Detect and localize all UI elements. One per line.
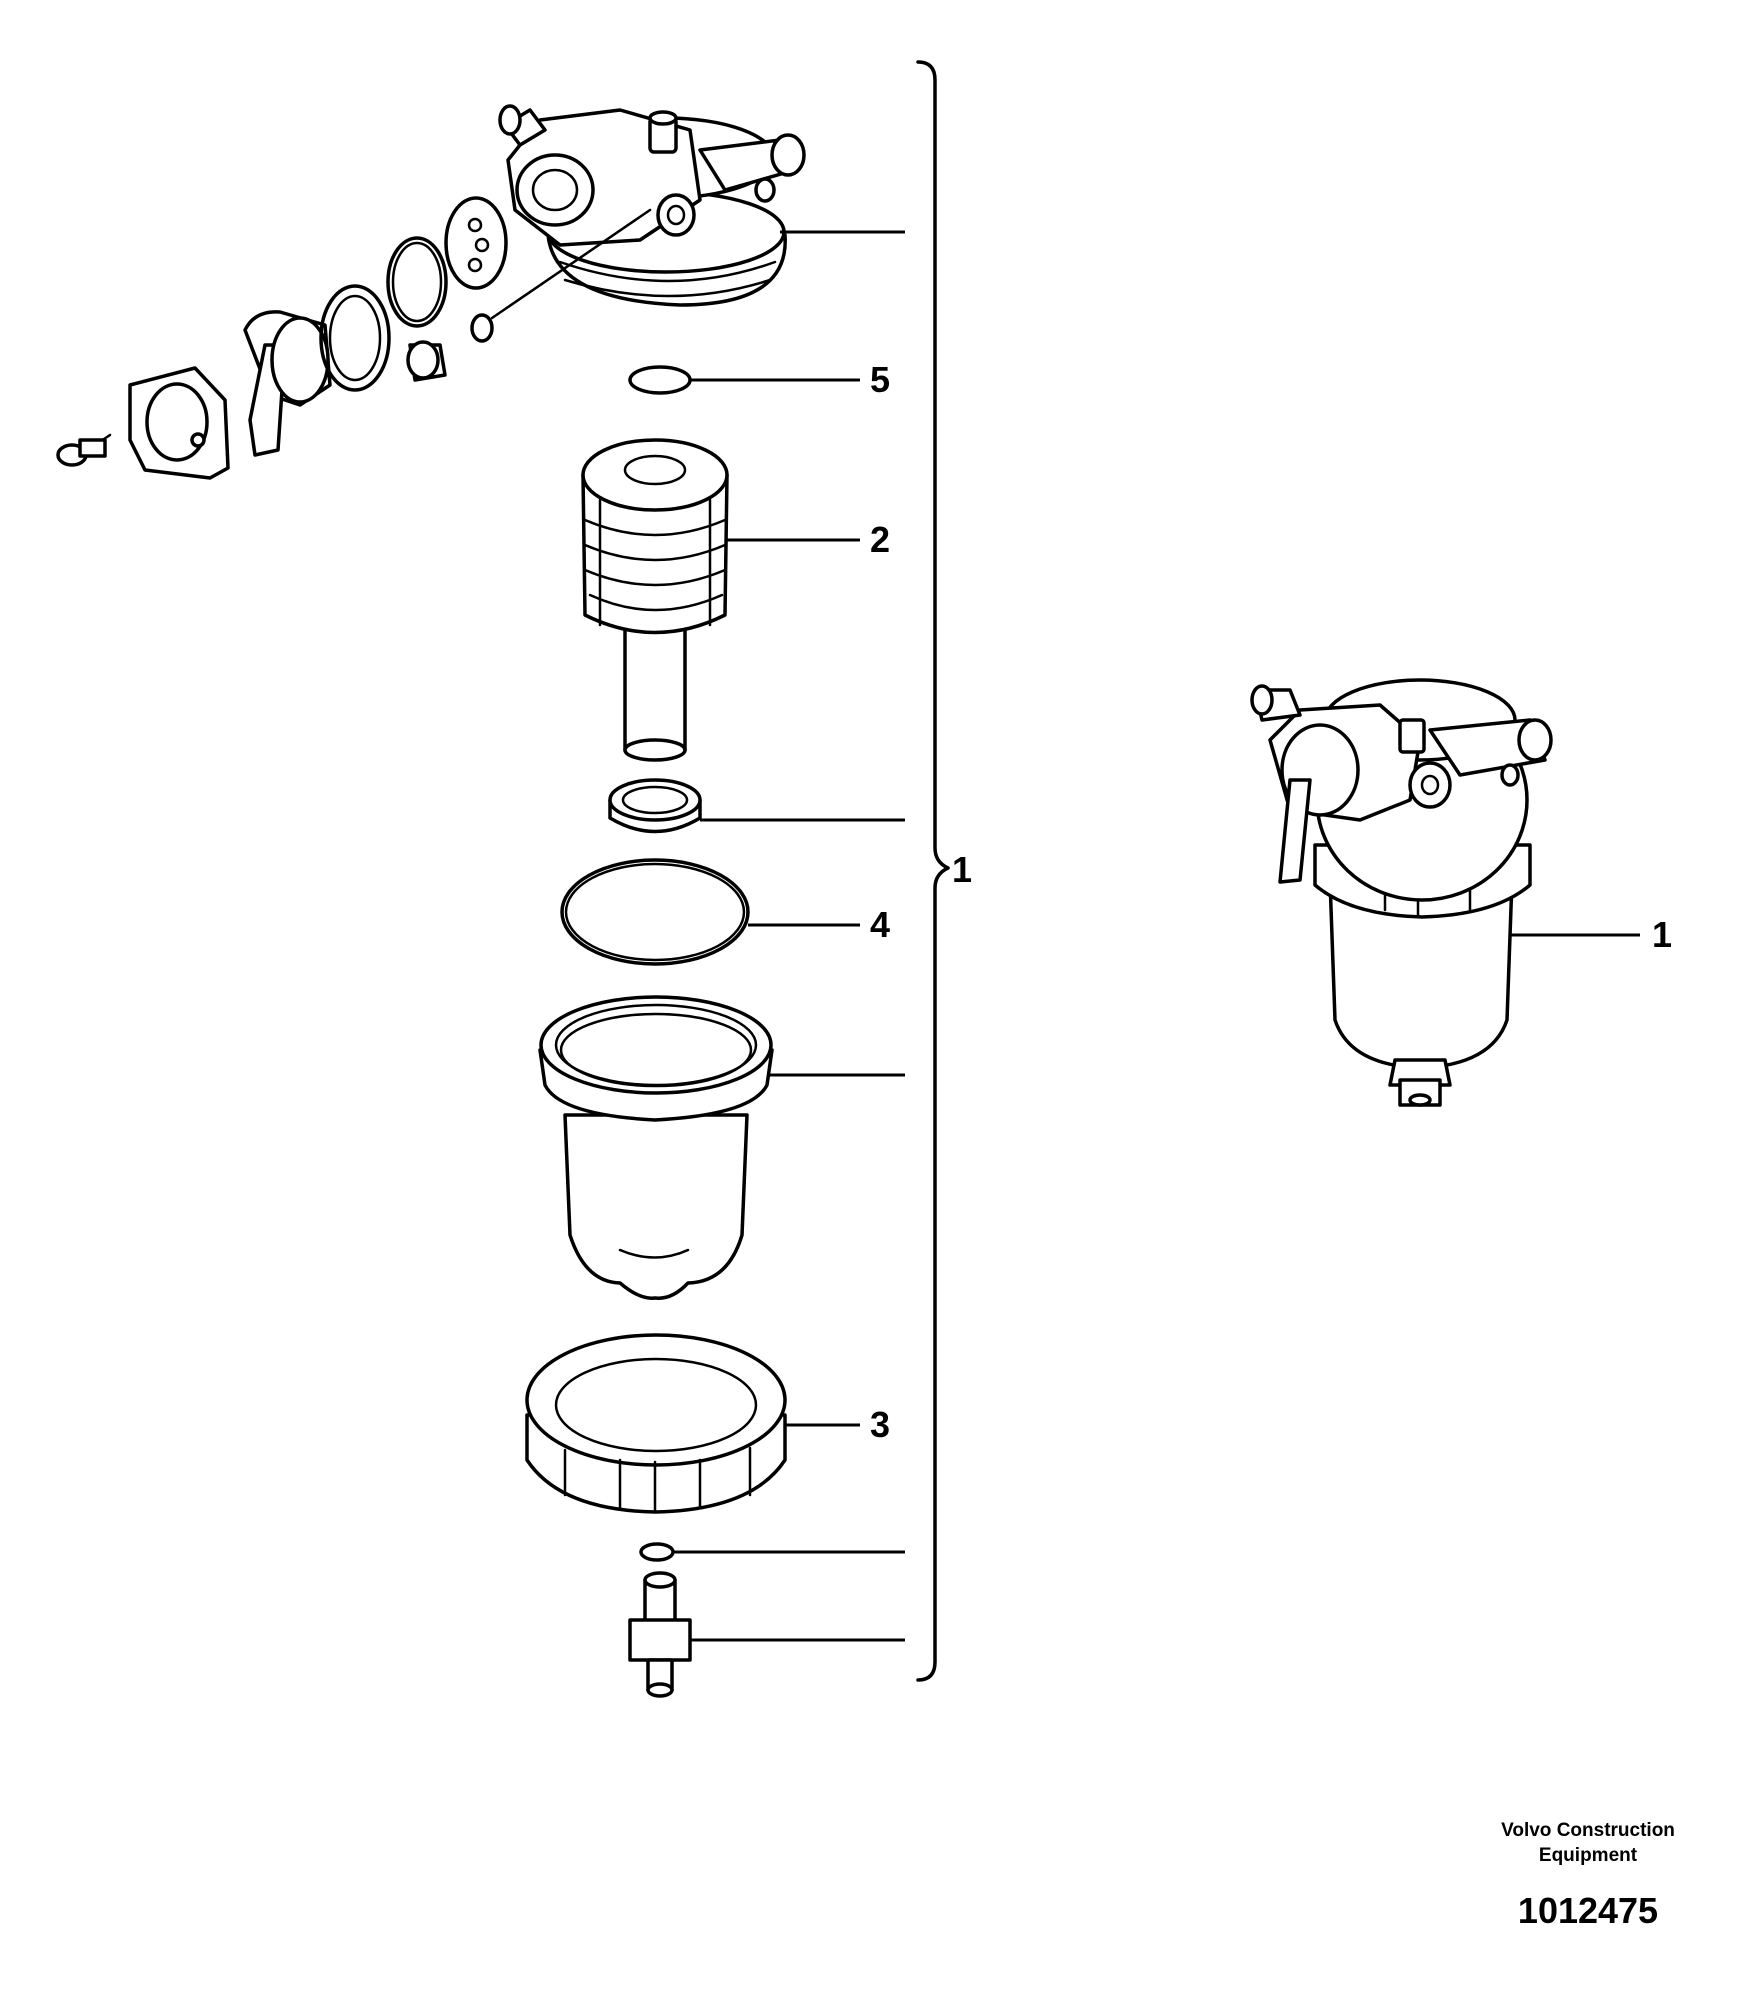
ring-nut: [525, 1333, 787, 1514]
filter-insert: [581, 438, 729, 762]
drawing-number: 1012475: [1517, 1890, 1659, 1931]
filter-bowl: [538, 995, 774, 1300]
assembly-brace: [916, 60, 950, 1682]
manufacturer-line-1: Volvo Construction: [1501, 1820, 1675, 1841]
manufacturer-label: Volvo Construction Equipment: [1468, 1818, 1708, 1868]
valve-parts: [56, 196, 652, 480]
o-ring-4: [560, 858, 750, 966]
callout-3: 3: [870, 1404, 890, 1445]
assembled-filter-unit: [1250, 678, 1553, 1107]
filter-head: [498, 104, 806, 307]
callout-1-assembly: 1: [1652, 914, 1672, 955]
manufacturer-line-2: Equipment: [1538, 1845, 1638, 1866]
leader-lines: [673, 230, 1640, 1642]
drain-o-ring: [639, 1542, 675, 1562]
callout-2: 2: [870, 519, 890, 560]
callout-4: 4: [870, 904, 890, 945]
seal-ring: [608, 778, 702, 834]
drain-plug: [628, 1571, 692, 1698]
callout-5: 5: [870, 359, 890, 400]
callout-1-bracket: 1: [952, 849, 972, 890]
o-ring-5: [628, 365, 692, 395]
